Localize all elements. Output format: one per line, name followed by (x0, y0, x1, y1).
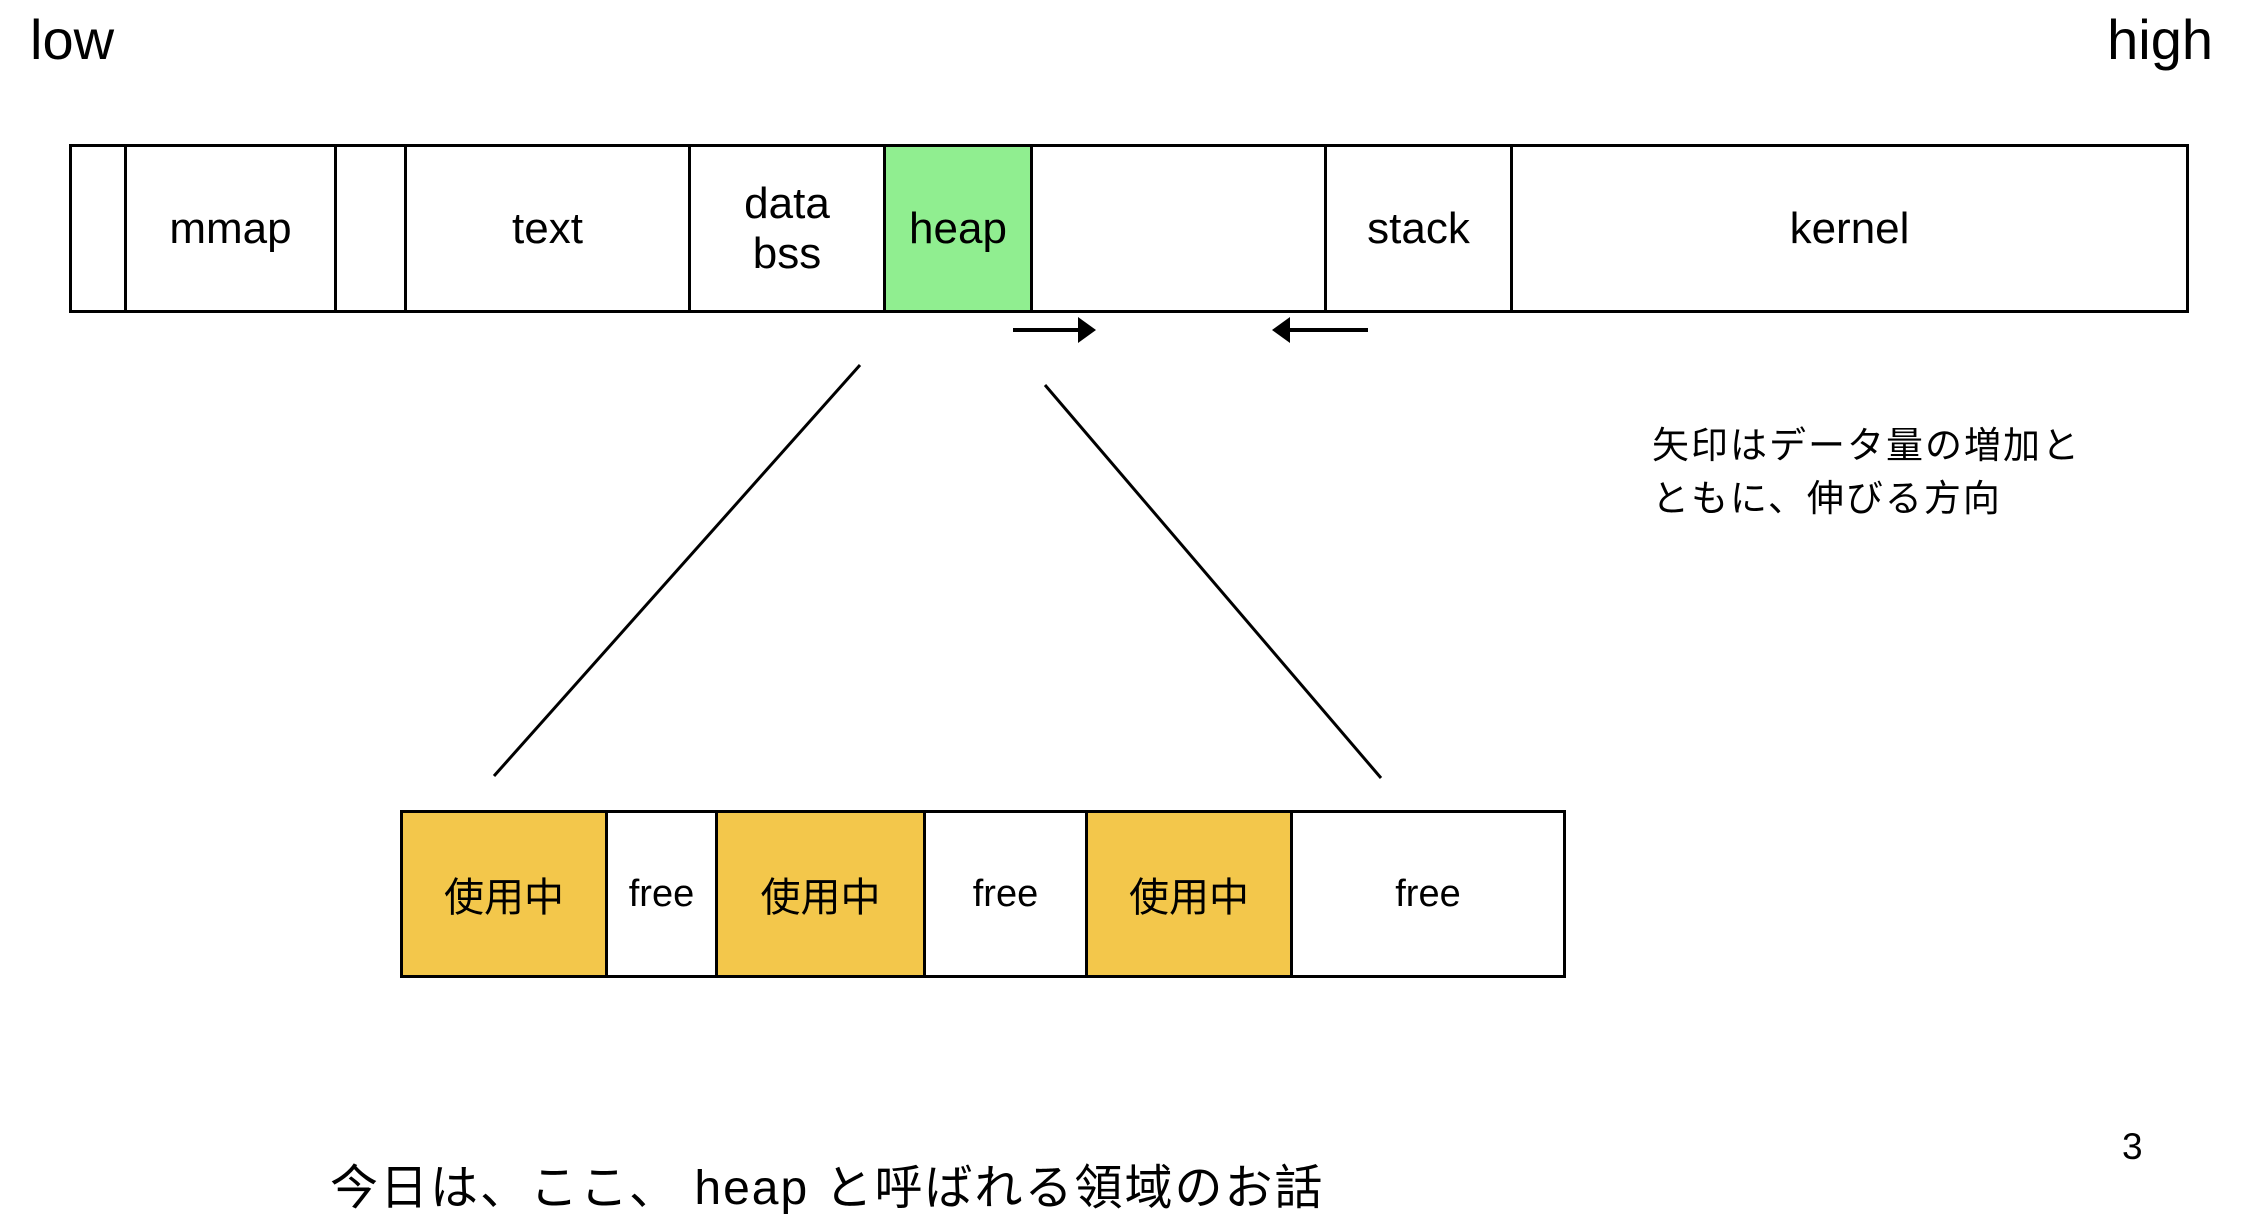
segment-label: 使用中 (1129, 876, 1249, 920)
heap-chunk-used: 使用中 (403, 813, 608, 975)
zoom-connector-right-line (1043, 384, 1383, 779)
segment-label: text (512, 203, 583, 253)
memory-segment-text: text (407, 147, 691, 310)
heap-grow-right-arrow (1013, 317, 1096, 343)
segment-label: heap (909, 203, 1007, 253)
segment-label: 使用中 (444, 876, 564, 920)
segment-label: 使用中 (760, 876, 881, 920)
low-address-label: low (30, 8, 115, 71)
memory-segment-empty (337, 147, 407, 310)
annotation-line-2: ともに、伸びる方向 (1652, 477, 2002, 519)
heap-chunk-free: free (608, 813, 718, 975)
stack-grow-left-arrow (1272, 317, 1368, 343)
memory-segment-stack: stack (1327, 147, 1513, 310)
segment-label: free (972, 872, 1039, 915)
annotation-line-1: 矢印はデータ量の増加と (1652, 425, 2081, 466)
segment-label: stack (1367, 203, 1470, 253)
segment-label: free (1395, 872, 1461, 915)
zoom-connector-left-line (492, 364, 862, 777)
high-address-label: high (2107, 8, 2213, 71)
heap-chunk-free: free (926, 813, 1088, 975)
segment-label: mmap (169, 203, 292, 253)
slide-caption: 今日は、ここ、 heap と呼ばれる領域のお話 (330, 1162, 1325, 1215)
memory-segment-kernel: kernel (1513, 147, 2186, 310)
heap-chunk-used: 使用中 (718, 813, 926, 975)
arrow-direction-annotation: 矢印はデータ量の増加と ともに、伸びる方向 (1652, 420, 2081, 525)
segment-label: kernel (1789, 203, 1910, 253)
segment-label: free (628, 872, 695, 915)
page-number: 3 (2122, 1126, 2143, 1167)
heap-chunk-free: free (1293, 813, 1563, 975)
memory-segment-heap: heap (886, 147, 1033, 310)
segment-label: data (744, 179, 830, 229)
heap-chunk-used: 使用中 (1088, 813, 1293, 975)
memory-segment-empty (72, 147, 127, 310)
memory-segment-mmap: mmap (127, 147, 337, 310)
segment-label: bss (752, 228, 822, 278)
memory-segment-empty (1033, 147, 1327, 310)
heap-detail-bar: 使用中 free 使用中 free 使用中 free (400, 810, 1566, 978)
